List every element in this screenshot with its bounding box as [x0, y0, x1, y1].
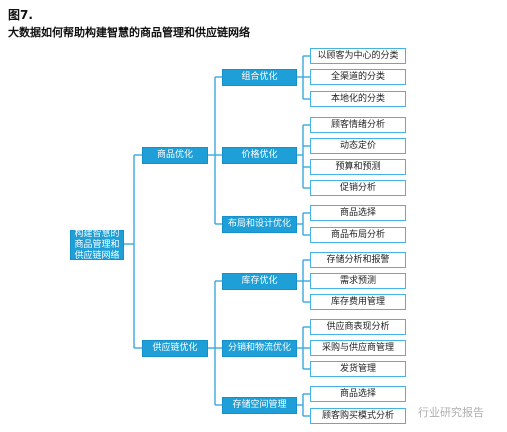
leaf-product-layout-analysis: 商品布局分析 [310, 227, 406, 243]
leaf-demand-forecast: 需求预测 [310, 273, 406, 289]
node-inventory-optimization: 库存优化 [222, 273, 297, 290]
leaf-omnichannel-assortment: 全渠道的分类 [310, 69, 406, 85]
leaf-supplier-performance-analysis: 供应商表现分析 [310, 319, 406, 335]
leaf-product-selection: 商品选择 [310, 205, 406, 221]
leaf-inventory-cost-management: 库存费用管理 [310, 294, 406, 310]
leaf-shipment-management: 发货管理 [310, 361, 406, 377]
node-layout-design-optimization: 布局和设计优化 [222, 216, 297, 233]
node-price-optimization: 价格优化 [222, 147, 297, 164]
node-supply-chain-optimization: 供应链优化 [142, 340, 208, 357]
node-storage-space-management: 存储空间管理 [222, 397, 297, 414]
leaf-budget-forecast: 预算和预测 [310, 159, 406, 175]
node-merchandise-optimization: 商品优化 [142, 147, 208, 164]
leaf-localized-assortment: 本地化的分类 [310, 91, 406, 107]
leaf-dynamic-pricing: 动态定价 [310, 138, 406, 154]
leaf-storage-product-selection: 商品选择 [310, 386, 406, 402]
leaf-customer-purchase-pattern-analysis: 顾客购买模式分析 [310, 408, 406, 424]
watermark-text: 行业研究报告 [418, 406, 484, 419]
node-assortment-optimization: 组合优化 [222, 69, 297, 86]
leaf-storage-analysis-alerts: 存储分析和报警 [310, 252, 406, 268]
node-distribution-logistics-optimization: 分销和物流优化 [222, 340, 297, 357]
leaf-customer-sentiment-analysis: 顾客情绪分析 [310, 117, 406, 133]
root-node: 构建智慧的商品管理和供应链网络 [70, 229, 124, 261]
leaf-promotion-analysis: 促销分析 [310, 180, 406, 196]
leaf-customer-centric-assortment: 以顾客为中心的分类 [310, 48, 406, 64]
figure-title: 大数据如何帮助构建智慧的商品管理和供应链网络 [8, 26, 250, 39]
leaf-procurement-supplier-management: 采购与供应商管理 [310, 340, 406, 356]
figure-label: 图7. [8, 8, 33, 22]
